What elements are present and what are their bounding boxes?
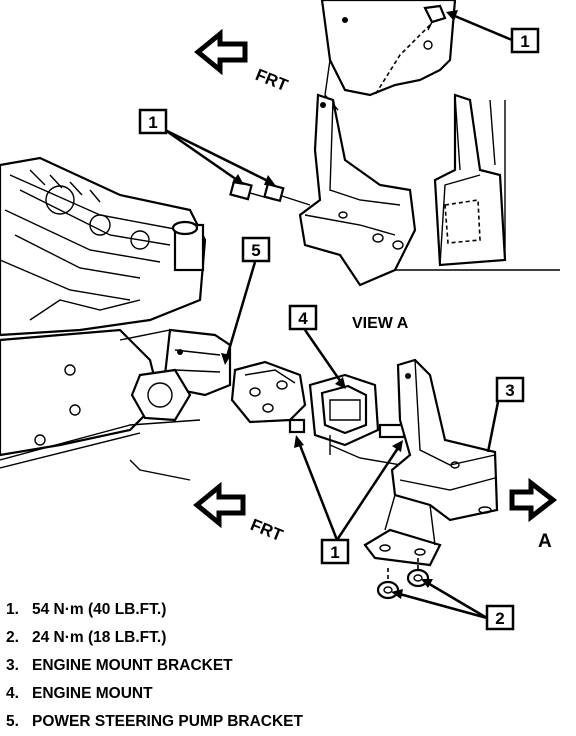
legend-item: 3.ENGINE MOUNT BRACKET: [6, 657, 233, 674]
svg-text:1: 1: [148, 113, 157, 132]
leader-lines: [164, 10, 513, 620]
callout-1-top: 1: [510, 27, 540, 54]
svg-text:2: 2: [495, 609, 504, 628]
front-arrow-bottom-icon: [193, 481, 246, 529]
view-a-label: VIEW A: [352, 315, 409, 332]
svg-text:3: 3: [505, 381, 514, 400]
callout-4: 4: [288, 304, 318, 331]
power-steering-pump-bracket: [130, 328, 232, 422]
legend-item: 2.24 N·m (18 LB.FT.): [6, 629, 167, 646]
frame-structure: [320, 0, 560, 271]
callout-3: 3: [495, 376, 525, 403]
legend-item: 1.54 N·m (40 LB.FT.): [6, 601, 167, 618]
engine-block: [0, 156, 207, 481]
engine-mount-bracket: [363, 358, 499, 567]
bracket-bolts-upper: [229, 179, 311, 206]
top-bolt-icon: [423, 4, 447, 31]
front-arrow-top-icon: [194, 28, 248, 76]
callout-1-upper-left: 1: [138, 108, 168, 135]
callout-2: 2: [485, 604, 515, 631]
callout-1-bottom: 1: [320, 538, 350, 565]
legend-item: 4.ENGINE MOUNT: [6, 685, 153, 702]
upper-mount-bracket: [298, 93, 417, 287]
bracket-nuts: [376, 558, 430, 600]
engine-mount: [308, 373, 431, 471]
arrow-a-label: A: [538, 531, 552, 552]
legend-item: 5.POWER STEERING PUMP BRACKET: [6, 713, 303, 730]
frt-label-top: FRT: [253, 65, 291, 95]
svg-text:4: 4: [298, 309, 308, 328]
frt-label-bottom: FRT: [248, 515, 286, 545]
callout-5: 5: [241, 236, 271, 263]
torque-legend: 1.54 N·m (40 LB.FT.) 2.24 N·m (18 LB.FT.…: [6, 596, 566, 736]
engine-side-mount-plate: [230, 360, 307, 434]
svg-text:1: 1: [520, 32, 529, 51]
svg-text:1: 1: [330, 543, 339, 562]
svg-text:5: 5: [251, 241, 260, 260]
view-a-arrow-icon: [509, 477, 558, 523]
